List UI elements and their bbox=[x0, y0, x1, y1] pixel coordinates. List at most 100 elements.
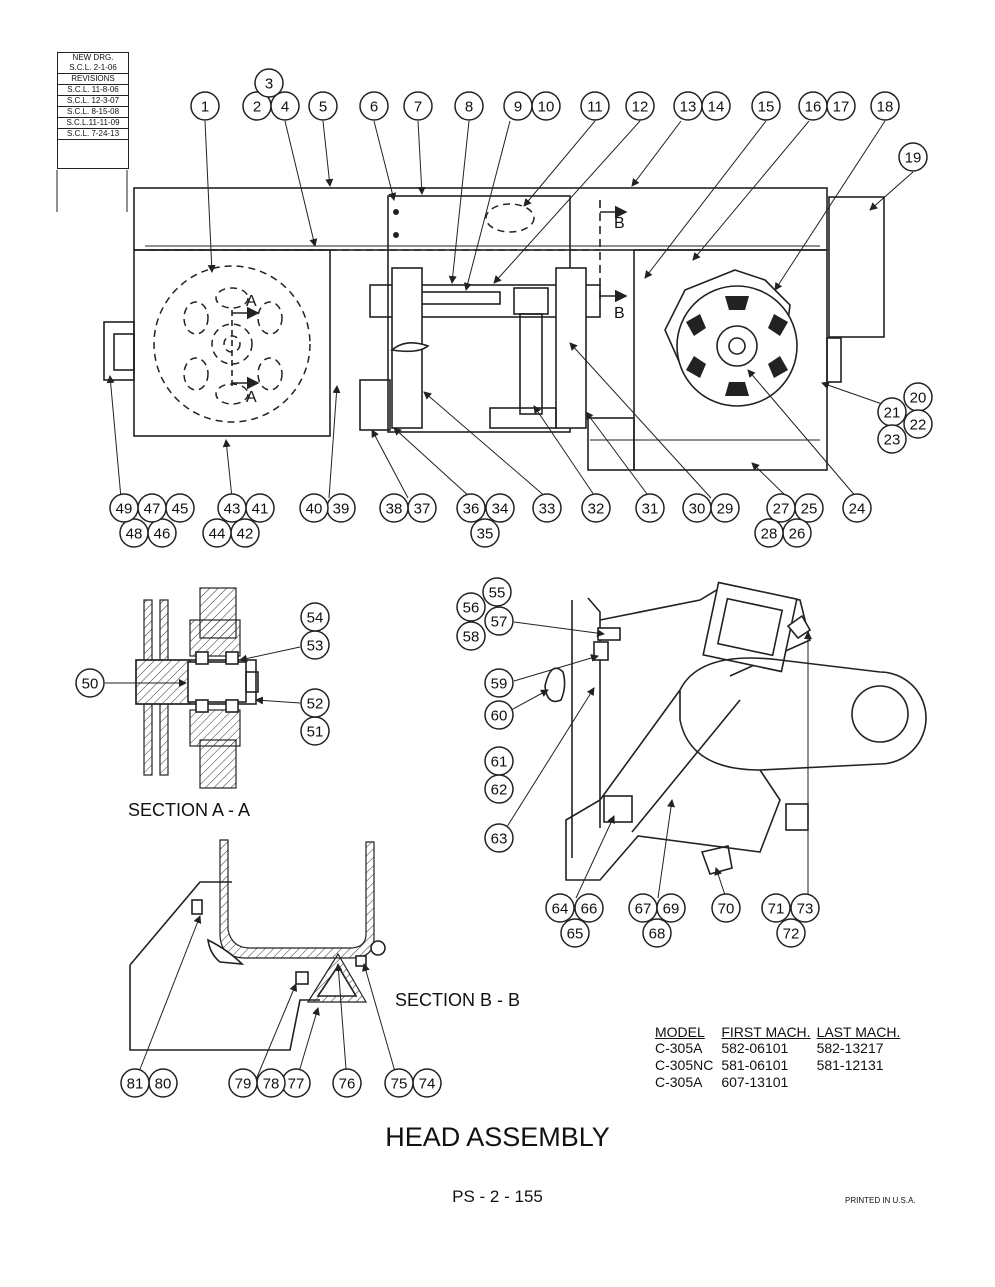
callout-73: 73 bbox=[790, 893, 820, 923]
callout-43: 43 bbox=[217, 493, 247, 523]
callout-68: 68 bbox=[642, 918, 672, 948]
first-mach-cell: 582-06101 bbox=[721, 1040, 789, 1056]
callout-23: 23 bbox=[877, 424, 907, 454]
leader-67 bbox=[657, 799, 675, 899]
section-b-b-label: SECTION B - B bbox=[395, 990, 521, 1010]
first-mach-cell: 581-06101 bbox=[721, 1057, 789, 1073]
callout-9: 9 bbox=[503, 91, 533, 121]
bearing-bottom-right bbox=[225, 699, 239, 713]
callout-number: 81 bbox=[127, 1076, 144, 1093]
left-wheel-window bbox=[257, 357, 283, 391]
callout-number: 5 bbox=[319, 99, 327, 116]
callout-number: 64 bbox=[552, 901, 569, 918]
callout-51: 51 bbox=[300, 716, 330, 746]
leader-16 bbox=[692, 120, 810, 261]
last-mach-cell bbox=[817, 1074, 907, 1091]
guide-knob bbox=[390, 342, 430, 353]
channel-hinge bbox=[370, 940, 386, 956]
callout-number: 73 bbox=[797, 901, 814, 918]
callout-number: 46 bbox=[154, 526, 171, 543]
bearing-block-66 bbox=[603, 795, 633, 823]
callout-number: 32 bbox=[588, 501, 605, 518]
callout-17: 17 bbox=[826, 91, 856, 121]
axle-housing bbox=[135, 659, 191, 705]
callout-circle bbox=[456, 621, 486, 651]
hidden-cover bbox=[485, 203, 535, 233]
callout-number: 55 bbox=[489, 585, 506, 602]
callout-number: 52 bbox=[307, 696, 324, 713]
callout-65: 65 bbox=[560, 918, 590, 948]
callout-number: 8 bbox=[465, 99, 473, 116]
callout-number: 50 bbox=[82, 676, 99, 693]
callout-circle bbox=[384, 1068, 414, 1098]
callout-circle bbox=[484, 606, 514, 636]
page-number: PS - 2 - 155 bbox=[452, 1187, 543, 1206]
callout-27: 27 bbox=[766, 493, 796, 523]
callout-number: 60 bbox=[491, 708, 508, 725]
callout-number: 38 bbox=[386, 501, 403, 518]
leader-80 bbox=[134, 915, 202, 1083]
revision-entry: S.C.L. 11-8-06 bbox=[58, 85, 128, 96]
callout-number: 56 bbox=[463, 600, 480, 617]
revision-entry: S.C.L. 7-24-13 bbox=[58, 129, 128, 140]
callout-63: 63 bbox=[484, 823, 514, 853]
motor-cover bbox=[828, 196, 885, 338]
callout-40: 40 bbox=[299, 493, 329, 523]
model-cell: C-305NC bbox=[655, 1057, 714, 1073]
section-a-a-label: SECTION A - A bbox=[128, 800, 251, 820]
callout-circle bbox=[766, 493, 796, 523]
callout-28: 28 bbox=[754, 518, 784, 548]
section-a-a-view bbox=[105, 587, 301, 789]
lower-bracket-70 bbox=[700, 845, 733, 875]
callout-18: 18 bbox=[870, 91, 900, 121]
callout-number: 48 bbox=[126, 526, 143, 543]
left-drive-block bbox=[103, 321, 135, 381]
callout-72: 72 bbox=[776, 918, 806, 948]
callout-number: 10 bbox=[538, 99, 555, 116]
callout-number: 36 bbox=[463, 501, 480, 518]
leader-59 bbox=[513, 654, 599, 682]
last-mach-cell: 581-12131 bbox=[816, 1057, 884, 1073]
printed-note: PRINTED IN U.S.A. bbox=[845, 1196, 916, 1205]
callout-circle bbox=[308, 91, 338, 121]
callout-circle bbox=[532, 493, 562, 523]
leader-52 bbox=[255, 696, 301, 705]
callout-37: 37 bbox=[407, 493, 437, 523]
callout-circle bbox=[300, 688, 330, 718]
head-frame-top bbox=[133, 187, 828, 251]
callout-number: 23 bbox=[884, 432, 901, 449]
leader-70 bbox=[714, 867, 727, 899]
callout-number: 24 bbox=[849, 501, 866, 518]
callout-3: 3 bbox=[254, 68, 284, 98]
callout-62: 62 bbox=[484, 774, 514, 804]
callout-number: 17 bbox=[833, 99, 850, 116]
callout-30: 30 bbox=[682, 493, 712, 523]
callout-19: 19 bbox=[898, 142, 928, 172]
callout-number: 62 bbox=[491, 782, 508, 799]
callout-number: 54 bbox=[307, 610, 324, 627]
screw-hole bbox=[393, 232, 399, 238]
left-wheel-window bbox=[183, 357, 209, 391]
square-tube-inner bbox=[716, 597, 784, 657]
callout-31: 31 bbox=[635, 493, 665, 523]
callout-34: 34 bbox=[485, 493, 515, 523]
callout-number: 30 bbox=[689, 501, 706, 518]
callout-circle bbox=[761, 893, 791, 923]
callout-79: 79 bbox=[228, 1068, 258, 1098]
left-drive-plate bbox=[113, 333, 135, 371]
leader-19 bbox=[869, 171, 914, 211]
model-cell: C-305A bbox=[655, 1074, 703, 1090]
wheel-section-bottom bbox=[199, 739, 237, 789]
model-cell: C-305A bbox=[655, 1040, 703, 1056]
callout-number: 3 bbox=[265, 76, 273, 93]
callout-24: 24 bbox=[842, 493, 872, 523]
leader-lines bbox=[106, 120, 914, 499]
callout-number: 21 bbox=[884, 405, 901, 422]
callout-57: 57 bbox=[484, 606, 514, 636]
callout-12: 12 bbox=[625, 91, 655, 121]
callout-circle bbox=[270, 91, 300, 121]
callout-circle bbox=[456, 592, 486, 622]
callout-circle bbox=[379, 493, 409, 523]
leader-12 bbox=[493, 120, 641, 284]
